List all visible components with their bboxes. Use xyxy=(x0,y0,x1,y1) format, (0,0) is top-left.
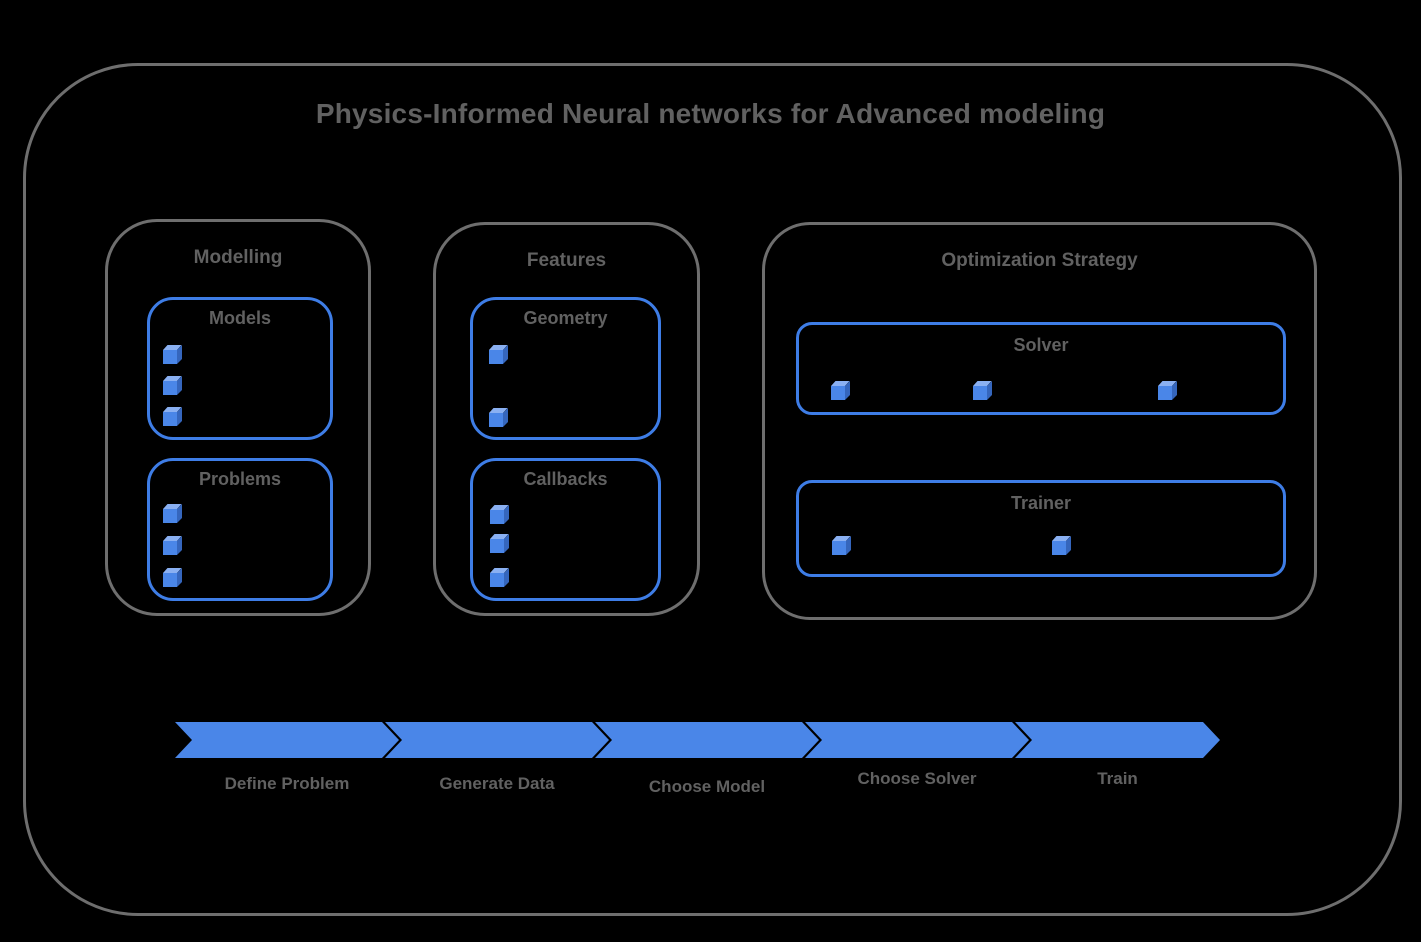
outer-frame xyxy=(23,63,1402,916)
cube-icon xyxy=(490,510,504,524)
pipeline-step: Train xyxy=(1015,722,1220,832)
section-modelling-title: Modelling xyxy=(193,247,283,268)
box-problems: Problems xyxy=(147,458,333,601)
box-models: Models xyxy=(147,297,333,440)
cube-icon xyxy=(489,413,503,427)
section-optimization-title: Optimization Strategy xyxy=(941,250,1138,271)
cube-icon xyxy=(489,350,503,364)
cube-icon xyxy=(163,381,177,395)
pipeline-step-label: Define Problem xyxy=(224,774,350,793)
box-solver-items xyxy=(799,325,1283,412)
cube-icon xyxy=(163,541,177,555)
pipeline-step: Generate Data xyxy=(385,722,609,832)
box-problems-items xyxy=(150,461,330,598)
pipeline-step: Choose Solver xyxy=(805,722,1029,832)
pipeline-step-label: Generate Data xyxy=(439,774,555,793)
cube-icon xyxy=(831,386,845,400)
box-geometry-title: Geometry xyxy=(523,308,608,328)
section-optimization-strategy: Optimization Strategy xyxy=(762,222,1317,620)
pipeline-step: Define Problem xyxy=(175,722,399,832)
cube-icon xyxy=(490,573,504,587)
box-trainer: Trainer xyxy=(796,480,1286,577)
pipeline-step-label: Choose Model xyxy=(648,777,766,796)
chevron-arrow xyxy=(175,722,399,758)
chevron-arrow xyxy=(1015,722,1220,758)
section-features-title: Features xyxy=(526,250,607,271)
cube-icon xyxy=(163,509,177,523)
cube-icon xyxy=(1158,386,1172,400)
box-problems-title: Problems xyxy=(198,469,282,489)
box-geometry-items xyxy=(473,300,658,437)
chevron-arrow xyxy=(385,722,609,758)
cube-icon xyxy=(1052,541,1066,555)
box-callbacks: Callbacks xyxy=(470,458,661,601)
cube-icon xyxy=(490,539,504,553)
chevron-arrow xyxy=(805,722,1029,758)
box-solver-title: Solver xyxy=(1013,335,1069,355)
box-models-title: Models xyxy=(208,308,271,328)
box-callbacks-items xyxy=(473,461,658,598)
cube-icon xyxy=(163,350,177,364)
chevron-arrow xyxy=(595,722,819,758)
box-trainer-title: Trainer xyxy=(1010,493,1072,513)
cube-icon xyxy=(163,412,177,426)
box-geometry: Geometry xyxy=(470,297,661,440)
section-features: Features xyxy=(433,222,700,616)
box-models-items xyxy=(150,300,330,437)
diagram-title: Physics-Informed Neural networks for Adv… xyxy=(315,98,1106,129)
section-modelling: Modelling xyxy=(105,219,371,616)
pipeline-step-label: Choose Solver xyxy=(857,769,977,788)
cube-icon xyxy=(163,573,177,587)
pipeline-step-label: Train xyxy=(1097,769,1138,788)
cube-icon xyxy=(973,386,987,400)
box-solver: Solver xyxy=(796,322,1286,415)
box-callbacks-title: Callbacks xyxy=(523,469,608,489)
cube-icon xyxy=(832,541,846,555)
box-trainer-items xyxy=(799,483,1283,574)
pipeline-step: Choose Model xyxy=(595,722,819,832)
